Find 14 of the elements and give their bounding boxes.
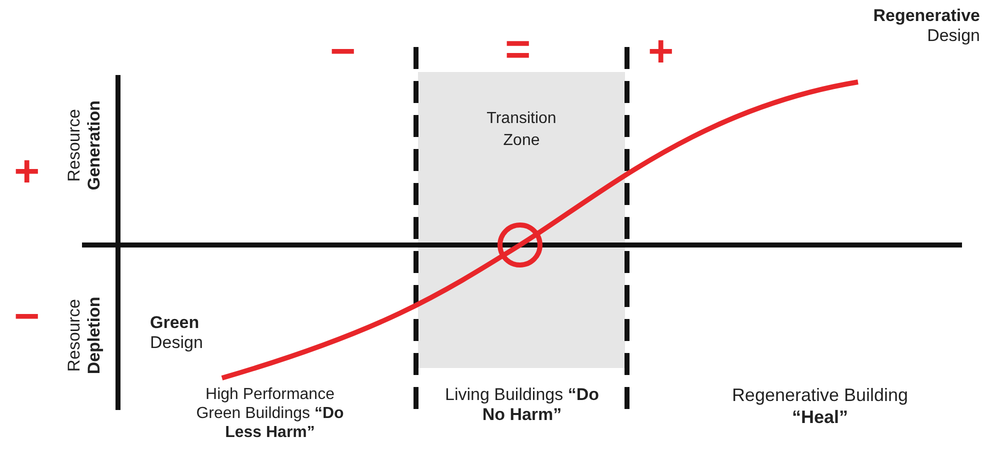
equals-sign: = (505, 28, 531, 72)
zone-title: Transition Zone (486, 109, 558, 152)
minus-sign: − (330, 30, 356, 74)
plus-sign: + (648, 30, 674, 74)
category-label: Regenerative Building “Heal” (730, 385, 910, 428)
category-label: Living Buildings “Do No Harm” (444, 385, 600, 426)
curve-start-label: Green Design (150, 313, 204, 354)
transition-zone-area (418, 72, 625, 368)
category-label: High Performance Green Buildings “Do Less Harm” (195, 385, 345, 443)
minus-sign: − (14, 295, 40, 339)
axis-label: Resource Depletion (64, 296, 105, 376)
axis-label: Resource Generation (64, 100, 105, 192)
curve-end-label: Regenerative Design (872, 6, 980, 47)
plus-sign: + (14, 150, 40, 194)
